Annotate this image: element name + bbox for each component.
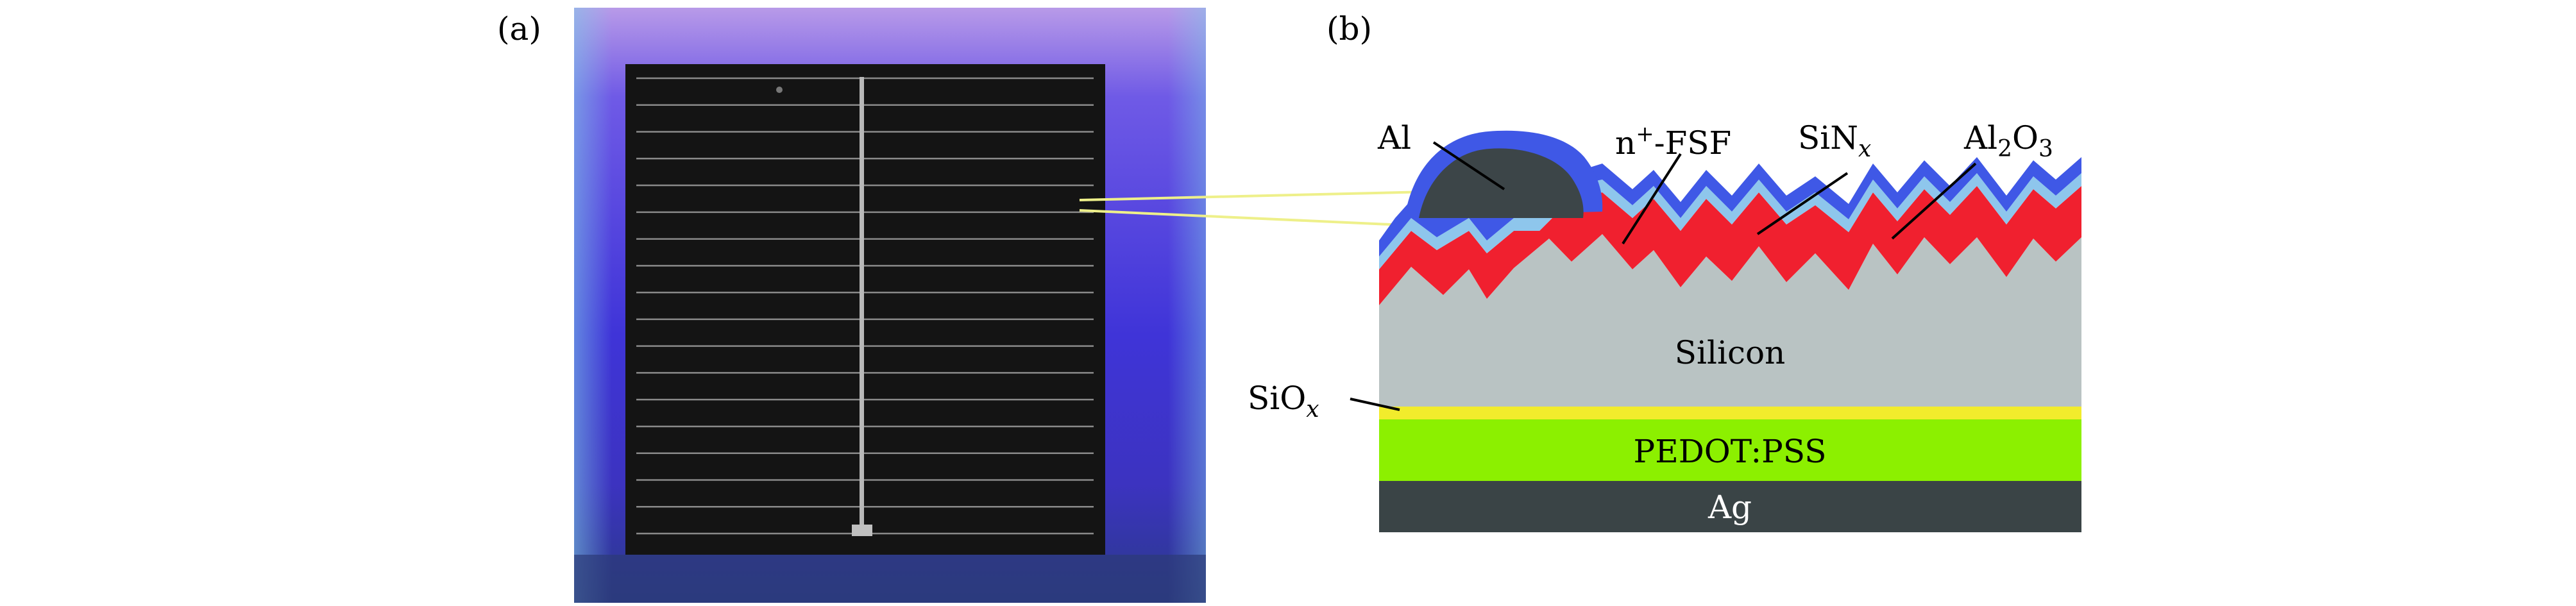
leader-n-fsf xyxy=(1622,153,1682,245)
leader-sinx xyxy=(1756,172,1849,235)
label-al2o3: Al2O3 xyxy=(1963,119,2053,162)
grid-fingers xyxy=(636,77,1094,535)
cell-active-area xyxy=(625,64,1105,555)
leader-siox xyxy=(1350,398,1400,411)
panel-a: (a) xyxy=(497,8,1457,603)
layer-ag xyxy=(1379,480,2081,532)
busbar-pad xyxy=(852,525,872,536)
layer-silicon xyxy=(1379,234,2081,407)
label-sinx: SiNx xyxy=(1798,119,1871,162)
cross-section-diagram: Al n+-FSF SiNx Al2O3 SiOx Silicon PEDOT:… xyxy=(1248,119,2081,532)
cell-speck xyxy=(776,87,783,93)
panel-b: (b) Al xyxy=(1248,10,2081,532)
leader-al xyxy=(1432,141,1505,190)
label-ag: Ag xyxy=(1707,489,1752,526)
al-finger xyxy=(1419,148,1584,218)
layer-sinx xyxy=(1379,157,2081,257)
layer-pedot-pss xyxy=(1379,418,2081,481)
photo-bottom-shade xyxy=(574,555,1206,603)
label-silicon: Silicon xyxy=(1675,334,1786,371)
zoom-line-upper xyxy=(1079,190,1457,201)
panel-b-label: (b) xyxy=(1326,10,1372,47)
label-al: Al xyxy=(1377,119,1411,156)
layer-siox xyxy=(1379,405,2081,419)
panel-a-label: (a) xyxy=(497,10,541,47)
zoom-line-lower xyxy=(1079,209,1418,227)
leader-al2o3 xyxy=(1891,162,1977,240)
layer-al2o3 xyxy=(1379,173,2081,269)
busbar-line xyxy=(860,77,864,529)
label-siox: SiOx xyxy=(1248,380,1319,423)
solar-cell-photo xyxy=(574,8,1206,603)
label-n-fsf: n+-FSF xyxy=(1615,121,1731,162)
label-pedot-pss: PEDOT:PSS xyxy=(1634,433,1827,470)
